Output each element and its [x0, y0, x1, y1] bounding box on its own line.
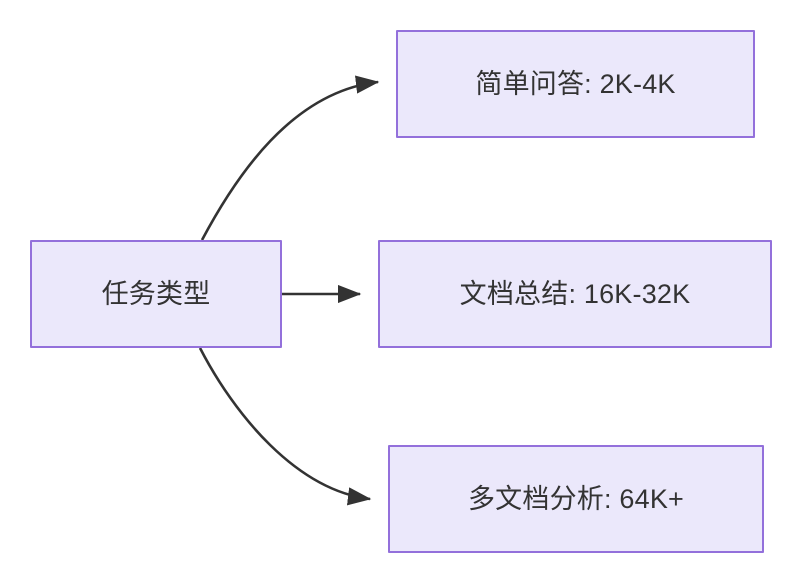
- node-doc-summary[interactable]: 文档总结: 16K-32K: [378, 240, 772, 348]
- node-simple-qa[interactable]: 简单问答: 2K-4K: [396, 30, 755, 138]
- node-multi-doc[interactable]: 多文档分析: 64K+: [388, 445, 764, 553]
- edge-task-type-to-multi-doc: [198, 347, 372, 506]
- node-multi-doc-label: 多文档分析: 64K+: [467, 483, 684, 514]
- edge-task-type-to-simple-qa: [200, 75, 380, 241]
- node-doc-summary-label: 文档总结: 16K-32K: [459, 278, 691, 309]
- node-task-type-label: 任务类型: [101, 278, 211, 309]
- node-task-type[interactable]: 任务类型: [30, 240, 282, 348]
- node-simple-qa-label: 简单问答: 2K-4K: [475, 68, 676, 99]
